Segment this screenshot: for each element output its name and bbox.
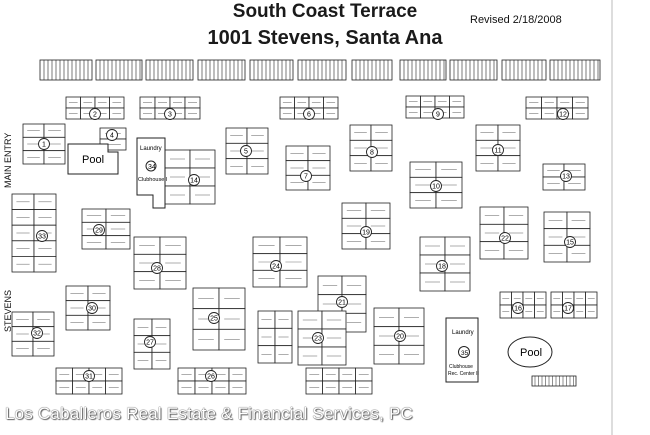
pool-right: Pool bbox=[507, 336, 553, 368]
map-address: 1001 Stevens, Santa Ana bbox=[207, 27, 443, 49]
building-block-7: 7 bbox=[285, 145, 331, 191]
building-number: 10 bbox=[432, 184, 440, 191]
building-number: 6 bbox=[307, 112, 311, 119]
building-block-23: 23 bbox=[297, 310, 347, 366]
building-number: 14 bbox=[190, 178, 198, 185]
building-number: 11 bbox=[494, 148, 501, 155]
parking-row-11 bbox=[549, 59, 601, 81]
rec-center-label: Rec. Center II bbox=[448, 371, 479, 377]
building-number: 21 bbox=[338, 300, 346, 307]
building-block-4: 4 bbox=[99, 127, 127, 151]
parking-row-1 bbox=[39, 59, 93, 81]
building-block-13: 13 bbox=[542, 163, 586, 191]
building-block-26: 26 bbox=[177, 367, 247, 395]
building-number: 20 bbox=[396, 334, 404, 341]
building-block-24: 24 bbox=[252, 236, 308, 288]
building-block-6: 6 bbox=[279, 96, 339, 120]
laundry-right-label: Laundry bbox=[452, 330, 474, 336]
watermark: Los Caballeros Real Estate & Financial S… bbox=[5, 404, 413, 423]
parking-lower-right bbox=[531, 375, 577, 387]
parking-row-5 bbox=[249, 59, 294, 81]
building-number: 23 bbox=[314, 336, 322, 343]
building-number: 25 bbox=[210, 316, 218, 323]
building-block-29: 29 bbox=[81, 208, 131, 250]
clubhouse-right: Laundry 35 Clubhouse Rec. Center II bbox=[445, 317, 479, 383]
building-number: 2 bbox=[93, 112, 97, 119]
building-number: 13 bbox=[562, 174, 570, 181]
building-block-35 bbox=[257, 310, 293, 364]
building-number: 18 bbox=[438, 264, 446, 271]
building-block-2: 2 bbox=[65, 96, 125, 120]
pool-left-label: Pool bbox=[82, 154, 104, 166]
building-number: 1 bbox=[42, 142, 46, 149]
building-block-32: 32 bbox=[11, 311, 55, 357]
parking-rows bbox=[39, 59, 601, 81]
building-number: 27 bbox=[146, 340, 154, 347]
building-block-34 bbox=[305, 367, 373, 395]
building-block-27: 27 bbox=[133, 318, 171, 370]
map-title: South Coast Terrace bbox=[232, 1, 418, 22]
building-number: 16 bbox=[514, 306, 522, 313]
laundry-left-label: Laundry bbox=[140, 146, 162, 152]
building-block-31: 31 bbox=[55, 367, 123, 395]
building-number: 24 bbox=[272, 264, 280, 271]
pool-right-label: Pool bbox=[520, 347, 542, 359]
parking-row-4 bbox=[197, 59, 246, 81]
building-block-28: 28 bbox=[133, 236, 187, 290]
building-block-8: 8 bbox=[349, 124, 393, 172]
building-number: 9 bbox=[436, 112, 440, 119]
building-34-number: 34 bbox=[148, 164, 156, 171]
building-block-3: 3 bbox=[139, 96, 201, 120]
pool-left: Pool bbox=[67, 143, 119, 175]
building-number: 7 bbox=[304, 174, 308, 181]
building-block-11: 11 bbox=[475, 124, 521, 172]
building-number: 15 bbox=[566, 240, 574, 247]
parking-row-9 bbox=[449, 59, 498, 81]
building-number: 17 bbox=[564, 306, 572, 313]
parking-row-7 bbox=[351, 59, 393, 81]
building-number: 29 bbox=[95, 228, 103, 235]
clubhouse-right-label: Clubhouse bbox=[449, 364, 473, 370]
building-block-15: 15 bbox=[543, 211, 591, 263]
parking-row-2 bbox=[95, 59, 143, 81]
building-block-30: 30 bbox=[65, 285, 111, 331]
revision-date: Revised 2/18/2008 bbox=[470, 14, 562, 26]
building-block-25: 25 bbox=[192, 287, 246, 351]
building-block-17: 17 bbox=[550, 291, 598, 319]
building-block-22: 22 bbox=[479, 206, 529, 260]
building-number: 8 bbox=[370, 150, 374, 157]
clubhouse-left-label: Clubhouse I bbox=[138, 177, 168, 183]
clubhouse-left: Laundry 34 Clubhouse I bbox=[136, 137, 168, 209]
building-number: 28 bbox=[153, 266, 161, 273]
building-number: 12 bbox=[559, 112, 567, 119]
building-block-1: 1 bbox=[22, 123, 66, 165]
building-block-19: 19 bbox=[341, 202, 391, 250]
building-block-16: 16 bbox=[499, 291, 547, 319]
building-number: 19 bbox=[362, 230, 370, 237]
building-block-20: 20 bbox=[373, 307, 425, 365]
building-number: 22 bbox=[501, 236, 509, 243]
building-block-18: 18 bbox=[419, 236, 471, 292]
building-number: 31 bbox=[85, 374, 93, 381]
building-block-9: 9 bbox=[405, 95, 465, 120]
parking-row-6 bbox=[297, 59, 347, 81]
building-number: 30 bbox=[88, 306, 96, 313]
building-block-10: 10 bbox=[409, 161, 463, 209]
building-block-12: 12 bbox=[525, 96, 589, 120]
building-35-number: 35 bbox=[461, 350, 469, 357]
building-block-5: 5 bbox=[225, 127, 269, 175]
building-number: 33 bbox=[38, 234, 46, 241]
parking-row-10 bbox=[501, 59, 547, 81]
parking-row-3 bbox=[145, 59, 194, 81]
building-number: 32 bbox=[33, 331, 41, 338]
building-number: 5 bbox=[244, 149, 248, 156]
building-block-33: 33 bbox=[11, 193, 57, 273]
building-number: 26 bbox=[207, 374, 215, 381]
building-number: 3 bbox=[168, 112, 172, 119]
parking-row-8 bbox=[399, 59, 447, 81]
building-block-14: 14 bbox=[164, 149, 216, 205]
building-number: 4 bbox=[110, 133, 114, 140]
